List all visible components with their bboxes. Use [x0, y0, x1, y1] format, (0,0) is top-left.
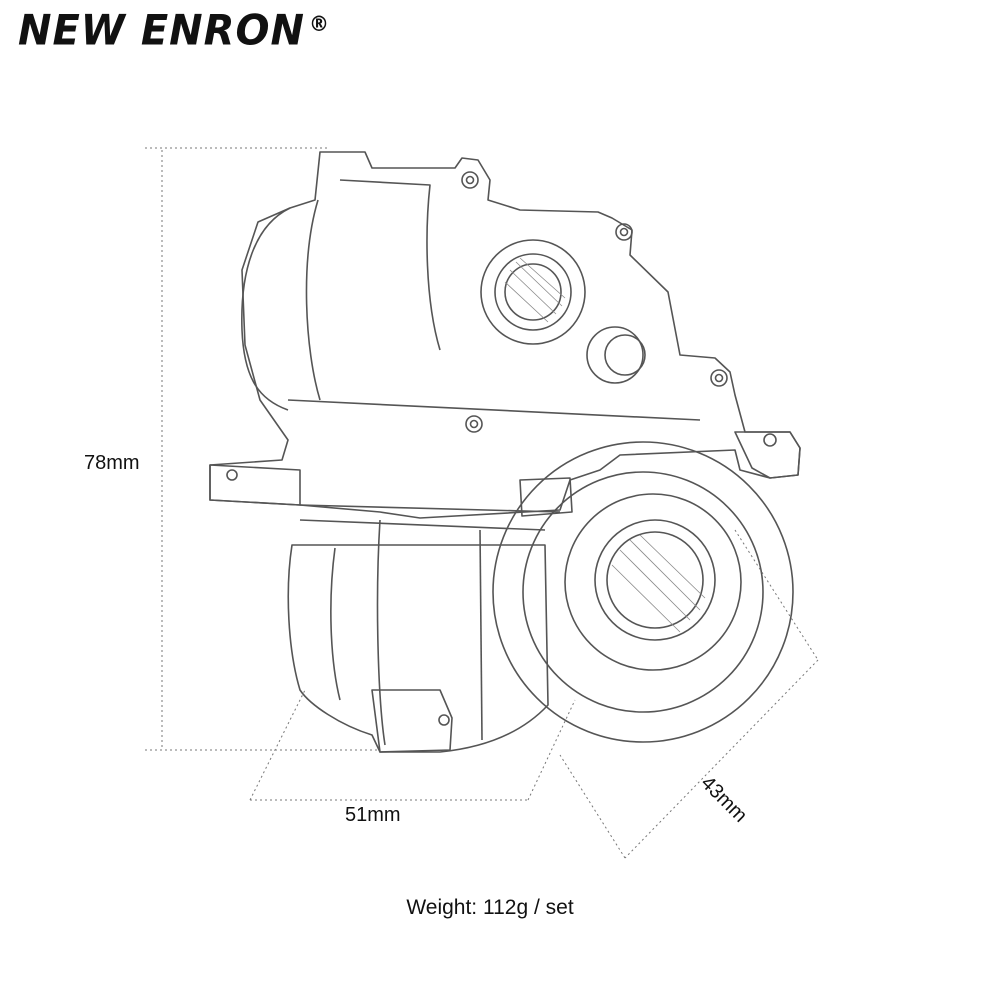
brand-name: NEW ENRON — [18, 6, 305, 56]
height-dimension-label: 78mm — [84, 452, 140, 474]
brand-logo: NEW ENRON® — [18, 7, 330, 55]
registered-mark: ® — [308, 11, 330, 37]
width-dimension-label: 51mm — [345, 804, 401, 826]
weight-caption: Weight: 112g / set — [406, 896, 574, 919]
